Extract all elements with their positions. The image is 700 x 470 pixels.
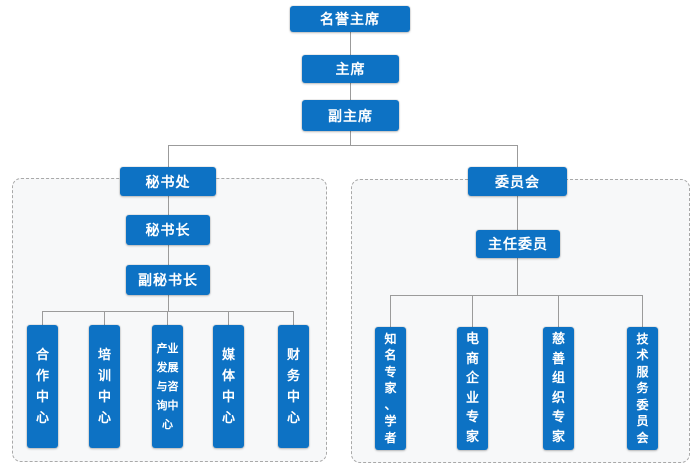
connector-line xyxy=(350,131,351,145)
connector-line xyxy=(42,311,43,325)
connector-line xyxy=(168,145,169,167)
node-industry-development-consulting-center: 产业 发展 与咨 询中 心 xyxy=(152,325,183,448)
connector-line xyxy=(350,83,351,100)
connector-line xyxy=(228,311,229,325)
connector-line xyxy=(517,196,518,231)
connector-line xyxy=(104,311,105,325)
node-technical-service-committee: 技 术 服 务 委 员 会 xyxy=(627,327,658,450)
node-secretariat: 秘书处 xyxy=(120,167,216,196)
connector-line xyxy=(472,295,473,327)
node-media-center: 媒 体 中 心 xyxy=(213,325,244,448)
node-vice-chairman: 副主席 xyxy=(302,100,399,131)
connector-line xyxy=(517,145,518,167)
connector-line xyxy=(350,32,351,55)
node-honorary-chairman: 名誉主席 xyxy=(290,6,410,32)
connector-line xyxy=(168,245,169,265)
node-cooperation-center: 合 作 中 心 xyxy=(27,325,58,448)
node-famous-experts-scholars: 知 名 专 家 、 学 者 xyxy=(375,327,406,450)
node-secretary-general: 秘书长 xyxy=(126,215,210,245)
node-ecommerce-enterprise-experts: 电 商 企 业 专 家 xyxy=(457,327,488,450)
connector-line xyxy=(168,196,169,215)
connector-line xyxy=(167,311,168,325)
node-charity-organization-experts: 慈 善 组 织 专 家 xyxy=(543,327,574,450)
connector-line xyxy=(390,295,391,327)
node-committee: 委员会 xyxy=(468,167,567,196)
connector-line xyxy=(517,258,518,295)
connector-line xyxy=(558,295,559,327)
connector-line xyxy=(390,295,643,296)
connector-line xyxy=(168,295,169,311)
connector-line xyxy=(168,145,518,146)
node-chairman: 主席 xyxy=(302,55,399,83)
connector-line xyxy=(293,311,294,325)
node-finance-center: 财 务 中 心 xyxy=(278,325,309,448)
node-chief-committee-member: 主任委员 xyxy=(476,230,560,258)
connector-line xyxy=(42,311,294,312)
node-training-center: 培 训 中 心 xyxy=(89,325,120,448)
node-deputy-secretary-general: 副秘书长 xyxy=(126,265,210,295)
connector-line xyxy=(642,295,643,327)
